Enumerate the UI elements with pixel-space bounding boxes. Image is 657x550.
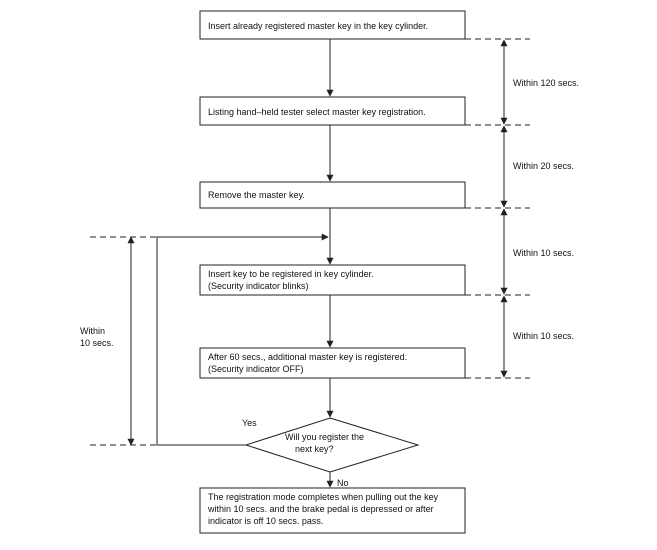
final-text-line3: indicator is off 10 secs. pass. (208, 516, 323, 526)
step2-box: Listing hand–held tester select master k… (199, 96, 466, 126)
step5-text-line2: (Security indicator OFF) (208, 364, 304, 374)
timing-label-3: Within 10 secs. (513, 248, 574, 258)
step4-text-line1: Insert key to be registered in key cylin… (208, 269, 374, 279)
step5-text-line1: After 60 secs., additional master key is… (208, 352, 407, 362)
final-box: The registration mode completes when pul… (199, 487, 466, 534)
decision-diamond: Will you register the next key? (244, 417, 420, 473)
step1-text: Insert already registered master key in … (208, 21, 428, 31)
step3-text: Remove the master key. (208, 190, 305, 200)
final-text-line1: The registration mode completes when pul… (208, 492, 439, 502)
decision-text-line1: Will you register the (285, 432, 364, 442)
left-timing-label-line2: 10 secs. (80, 338, 114, 348)
step1-box: Insert already registered master key in … (199, 10, 466, 40)
step3-box: Remove the master key. (199, 181, 466, 209)
yes-loop-arrow (156, 233, 329, 446)
timing-label-4: Within 10 secs. (513, 331, 574, 341)
timing-label-2: Within 20 secs. (513, 161, 574, 171)
decision-text-line2: next key? (295, 444, 334, 454)
left-timing-label-line1: Within (80, 326, 105, 336)
step4-box: Insert key to be registered in key cylin… (199, 264, 466, 296)
step4-text-line2: (Security indicator blinks) (208, 281, 309, 291)
step2-text: Listing hand–held tester select master k… (208, 107, 426, 117)
yes-label: Yes (242, 418, 257, 428)
final-text-line2: within 10 secs. and the brake pedal is d… (207, 504, 434, 514)
timing-label-1: Within 120 secs. (513, 78, 579, 88)
no-label: No (337, 478, 349, 488)
step5-box: After 60 secs., additional master key is… (199, 347, 466, 379)
